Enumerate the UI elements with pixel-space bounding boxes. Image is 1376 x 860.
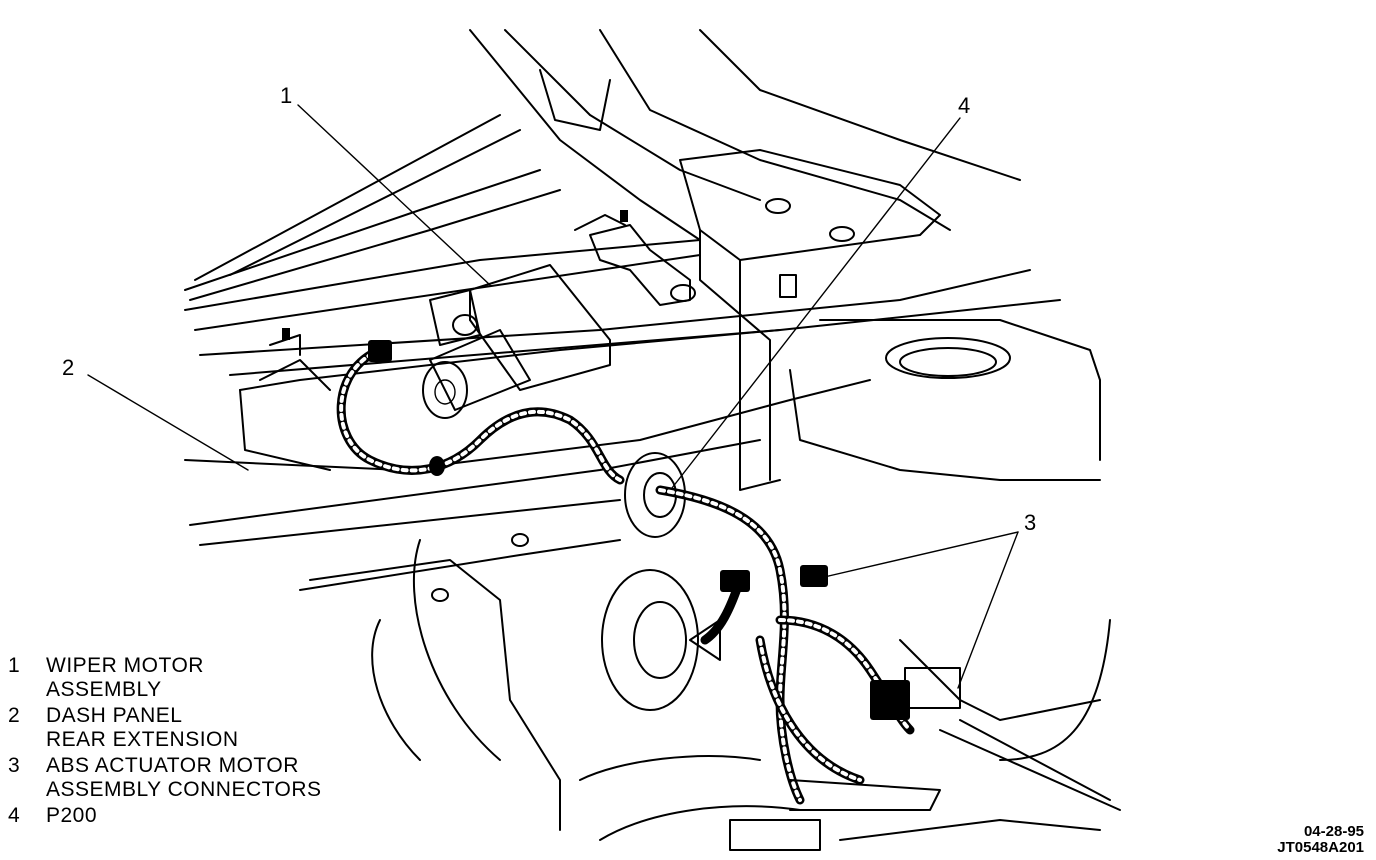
leader-lines xyxy=(87,104,1019,689)
dash-panel-rear-extension xyxy=(184,329,871,591)
legend-label: WIPER MOTOR xyxy=(46,654,204,677)
wiper-harness xyxy=(336,340,625,485)
drawing-code: 04-28-95 JT0548A201 xyxy=(1277,824,1364,856)
leader-2 xyxy=(87,374,249,471)
legend-number: 3 xyxy=(8,754,21,777)
legend-item: 2 DASH PANEL REAR EXTENSION xyxy=(8,704,322,752)
leader-4 xyxy=(671,117,961,489)
legend-label: DASH PANEL xyxy=(46,704,183,727)
cowl-panel xyxy=(184,29,1061,376)
legend-label: REAR EXTENSION xyxy=(46,728,239,751)
legend-label: P200 xyxy=(46,804,98,827)
wiper-motor-assembly xyxy=(259,210,696,419)
leader-3a xyxy=(819,531,1019,579)
strut-tower xyxy=(679,149,1101,491)
abs-harness xyxy=(655,485,1121,811)
legend-item: 4 P200 xyxy=(8,804,322,828)
callout-2: 2 xyxy=(62,355,74,380)
drawing-date: 04-28-95 xyxy=(1303,823,1364,840)
legend-item: 1 WIPER MOTOR ASSEMBLY xyxy=(8,654,322,702)
leader-1 xyxy=(297,104,491,286)
legend-item: 3 ABS ACTUATOR MOTOR ASSEMBLY CONNECTORS xyxy=(8,754,322,802)
drawing-id: JT0548A201 xyxy=(1277,839,1364,856)
legend: 1 WIPER MOTOR ASSEMBLY 2 DASH PANEL REAR… xyxy=(8,654,322,830)
legend-number: 4 xyxy=(8,804,21,827)
callout-4: 4 xyxy=(958,93,970,118)
legend-label: ASSEMBLY CONNECTORS xyxy=(46,778,322,801)
brake-booster xyxy=(601,569,721,711)
legend-label: ASSEMBLY xyxy=(46,678,162,701)
engine-block xyxy=(309,533,1111,851)
callout-3: 3 xyxy=(1024,510,1036,535)
legend-number: 2 xyxy=(8,704,21,727)
leader-3b xyxy=(957,531,1019,689)
legend-label: ABS ACTUATOR MOTOR xyxy=(46,754,299,777)
callout-1: 1 xyxy=(280,83,292,108)
legend-number: 1 xyxy=(8,654,21,677)
